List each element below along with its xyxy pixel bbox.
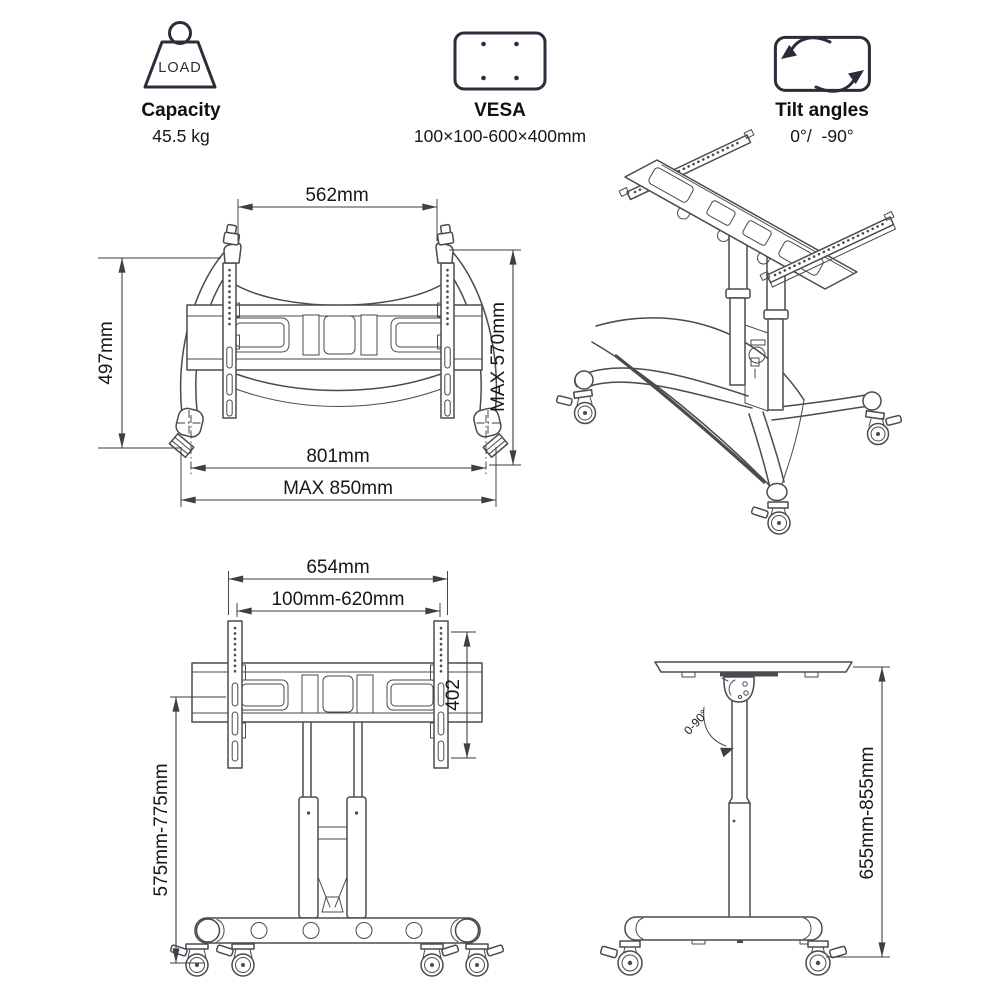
spec-tilt-value: 0°/ -90° [790, 126, 854, 146]
spec-capacity: Capacity 45.5 kg [101, 100, 261, 147]
tilt-range-label: 0-90° [681, 707, 711, 738]
dim-label: 654mm [306, 557, 369, 578]
caster-back [748, 339, 766, 364]
spec-capacity-value: 45.5 kg [152, 126, 210, 146]
dim-label: MAX 570mm [488, 302, 509, 412]
base-bar [194, 917, 481, 944]
dimension-575mm-775mm: 575mm-775mm [151, 696, 226, 964]
vesa-hole-pattern-icon [453, 31, 547, 91]
tilt-pivot [721, 676, 755, 703]
caster [215, 943, 255, 977]
arm-foot-left [168, 407, 204, 459]
vesa-rail-left [227, 620, 246, 769]
vesa-rail-right [430, 620, 449, 769]
caster [420, 943, 460, 977]
cart-perspective-view [555, 129, 903, 535]
tilted-bracket [618, 129, 896, 290]
tilt-angle-annotation: 0-90° [681, 706, 734, 758]
dim-label: 497mm [96, 321, 117, 384]
dim-label: 100mm-620mm [271, 589, 404, 610]
dimension-655mm-855mm: 655mm-855mm [826, 666, 890, 958]
dimension-402: 402 [443, 631, 476, 759]
spec-tilt-label: Tilt angles [775, 100, 869, 121]
base-arm-far-right [769, 391, 903, 446]
cart-base [555, 317, 903, 535]
tilt-rotation-arrows-icon [773, 35, 871, 93]
dimension-497mm: 497mm [96, 257, 221, 449]
bracket-body [168, 223, 509, 459]
dim-label: 575mm-775mm [151, 763, 172, 896]
dimension-654mm: 654mm [228, 557, 448, 615]
dimension-100mm-620mm: 100mm-620mm [236, 589, 441, 617]
spec-capacity-label: Capacity [141, 100, 221, 121]
spec-tilt: Tilt angles 0°/ -90° [742, 100, 902, 147]
cart-side-view: 0-90° [600, 661, 890, 976]
dimension-801mm: 801mm [190, 415, 487, 477]
caster-left [600, 940, 643, 976]
cart-front-view: 654mm 100mm-620mm 402 575mm-775mm [151, 557, 505, 977]
arm-foot-right [473, 407, 509, 459]
base-bar [624, 916, 823, 945]
spec-vesa-value: 100×100-600×400mm [413, 126, 587, 146]
caster [465, 943, 505, 977]
load-weight-icon: LOAD [143, 21, 217, 89]
dim-label: 562mm [305, 185, 368, 206]
casters [169, 943, 505, 977]
spec-vesa: VESA 100×100-600×400mm [400, 100, 600, 147]
spec-vesa-label: VESA [474, 100, 526, 121]
bracket-front-view: 562mm 497mm MAX 570mm 801mm MAX 850mm [96, 185, 521, 507]
vesa-rail-near [759, 211, 896, 288]
lift-column [298, 721, 367, 919]
dim-label: 402 [443, 679, 464, 711]
caster [169, 943, 209, 977]
vesa-rail-left [222, 223, 242, 419]
dimension-max-850mm: MAX 850mm [180, 447, 497, 507]
dimension-562mm: 562mm [237, 185, 438, 241]
vesa-rail-right [435, 223, 455, 419]
dim-label: 655mm-855mm [857, 746, 878, 879]
base-arm-near [748, 411, 791, 535]
tilted-top-plate [654, 661, 853, 678]
dim-label: 801mm [306, 446, 369, 467]
dimension-max-570mm: MAX 570mm [449, 249, 521, 466]
load-icon-text: LOAD [158, 60, 202, 76]
caster-right [805, 940, 848, 976]
rail-hook-left [223, 242, 242, 264]
base-arm-far-left [555, 367, 753, 425]
dim-label: MAX 850mm [283, 478, 393, 499]
lift-column [728, 699, 751, 919]
